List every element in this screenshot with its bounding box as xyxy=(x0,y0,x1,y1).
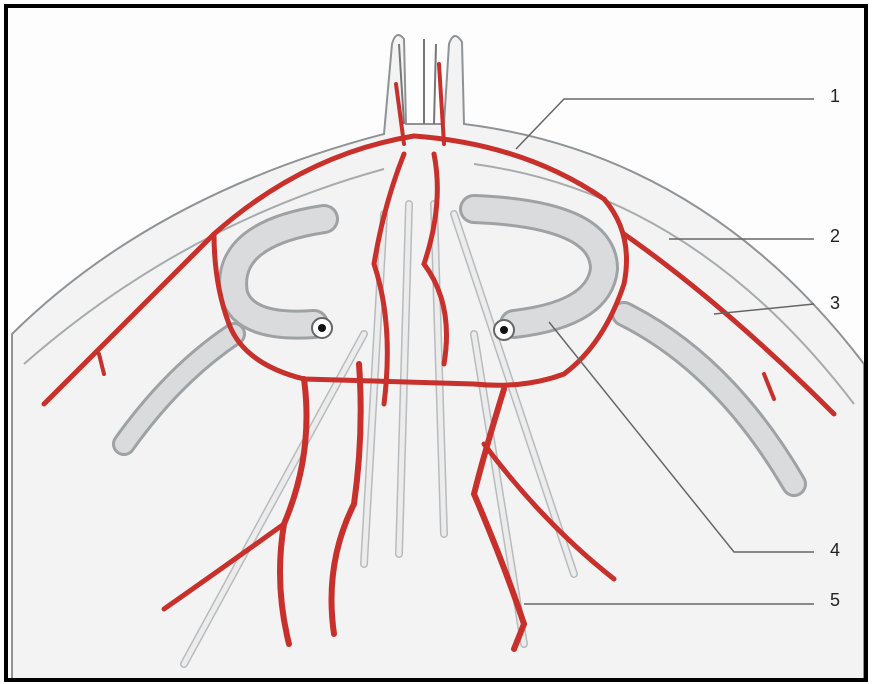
callout-label-3: 3 xyxy=(830,293,840,314)
callout-label-2: 2 xyxy=(830,226,840,247)
diagram-frame: 1 2 3 4 5 xyxy=(4,4,868,682)
callout-label-4: 4 xyxy=(830,540,840,561)
callout-label-1: 1 xyxy=(830,86,840,107)
diagram-svg xyxy=(8,8,864,678)
callout-label-5: 5 xyxy=(830,590,840,611)
leader-line-1 xyxy=(516,99,814,149)
